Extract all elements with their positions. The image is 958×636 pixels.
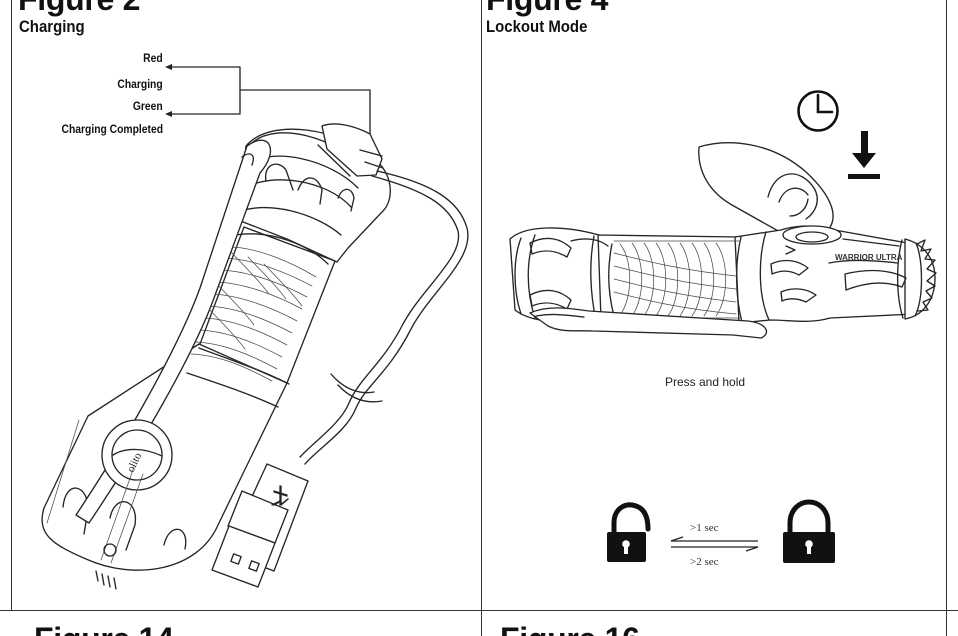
lockout-toggle-arrows: [670, 536, 759, 552]
greater-than-one-second-label: >1 sec: [690, 522, 719, 534]
clock-icon: [797, 90, 839, 132]
charging-subtitle: Charging: [19, 17, 85, 36]
horizontal-flashlight-body: WARRIOR ULTRA: [509, 225, 937, 339]
press-and-hold-caption: Press and hold: [665, 375, 746, 389]
left-edge-line: [11, 0, 13, 611]
horizontal-divider-line: [0, 610, 958, 612]
usb-icon: [273, 485, 289, 506]
green-label: Green: [133, 99, 163, 113]
arrow-down-icon: [848, 131, 880, 179]
greater-than-two-seconds-label: >2 sec: [690, 556, 719, 568]
flashlight-model-text: WARRIOR ULTRA: [835, 253, 903, 262]
figure-4-title: Figure 4: [486, 0, 608, 15]
charging-completed-label: Charging Completed: [61, 122, 163, 136]
flashlight-body: olito: [41, 123, 391, 590]
charging-label: Charging: [117, 77, 163, 91]
figure-2-title: Figure 2: [18, 0, 140, 15]
right-edge-line: [946, 0, 948, 636]
lock-icon: [783, 499, 835, 563]
lockout-mode-subtitle: Lockout Mode: [486, 17, 588, 36]
usb-cable: [211, 170, 469, 588]
figure-14-title: Figure 14: [34, 623, 174, 636]
charging-callout-lines: [165, 64, 371, 150]
center-divider-line: [481, 0, 483, 636]
figure-16-title: Figure 16: [500, 623, 640, 636]
red-label: Red: [143, 51, 163, 65]
unlock-icon: [607, 502, 651, 562]
finger: [698, 142, 834, 241]
